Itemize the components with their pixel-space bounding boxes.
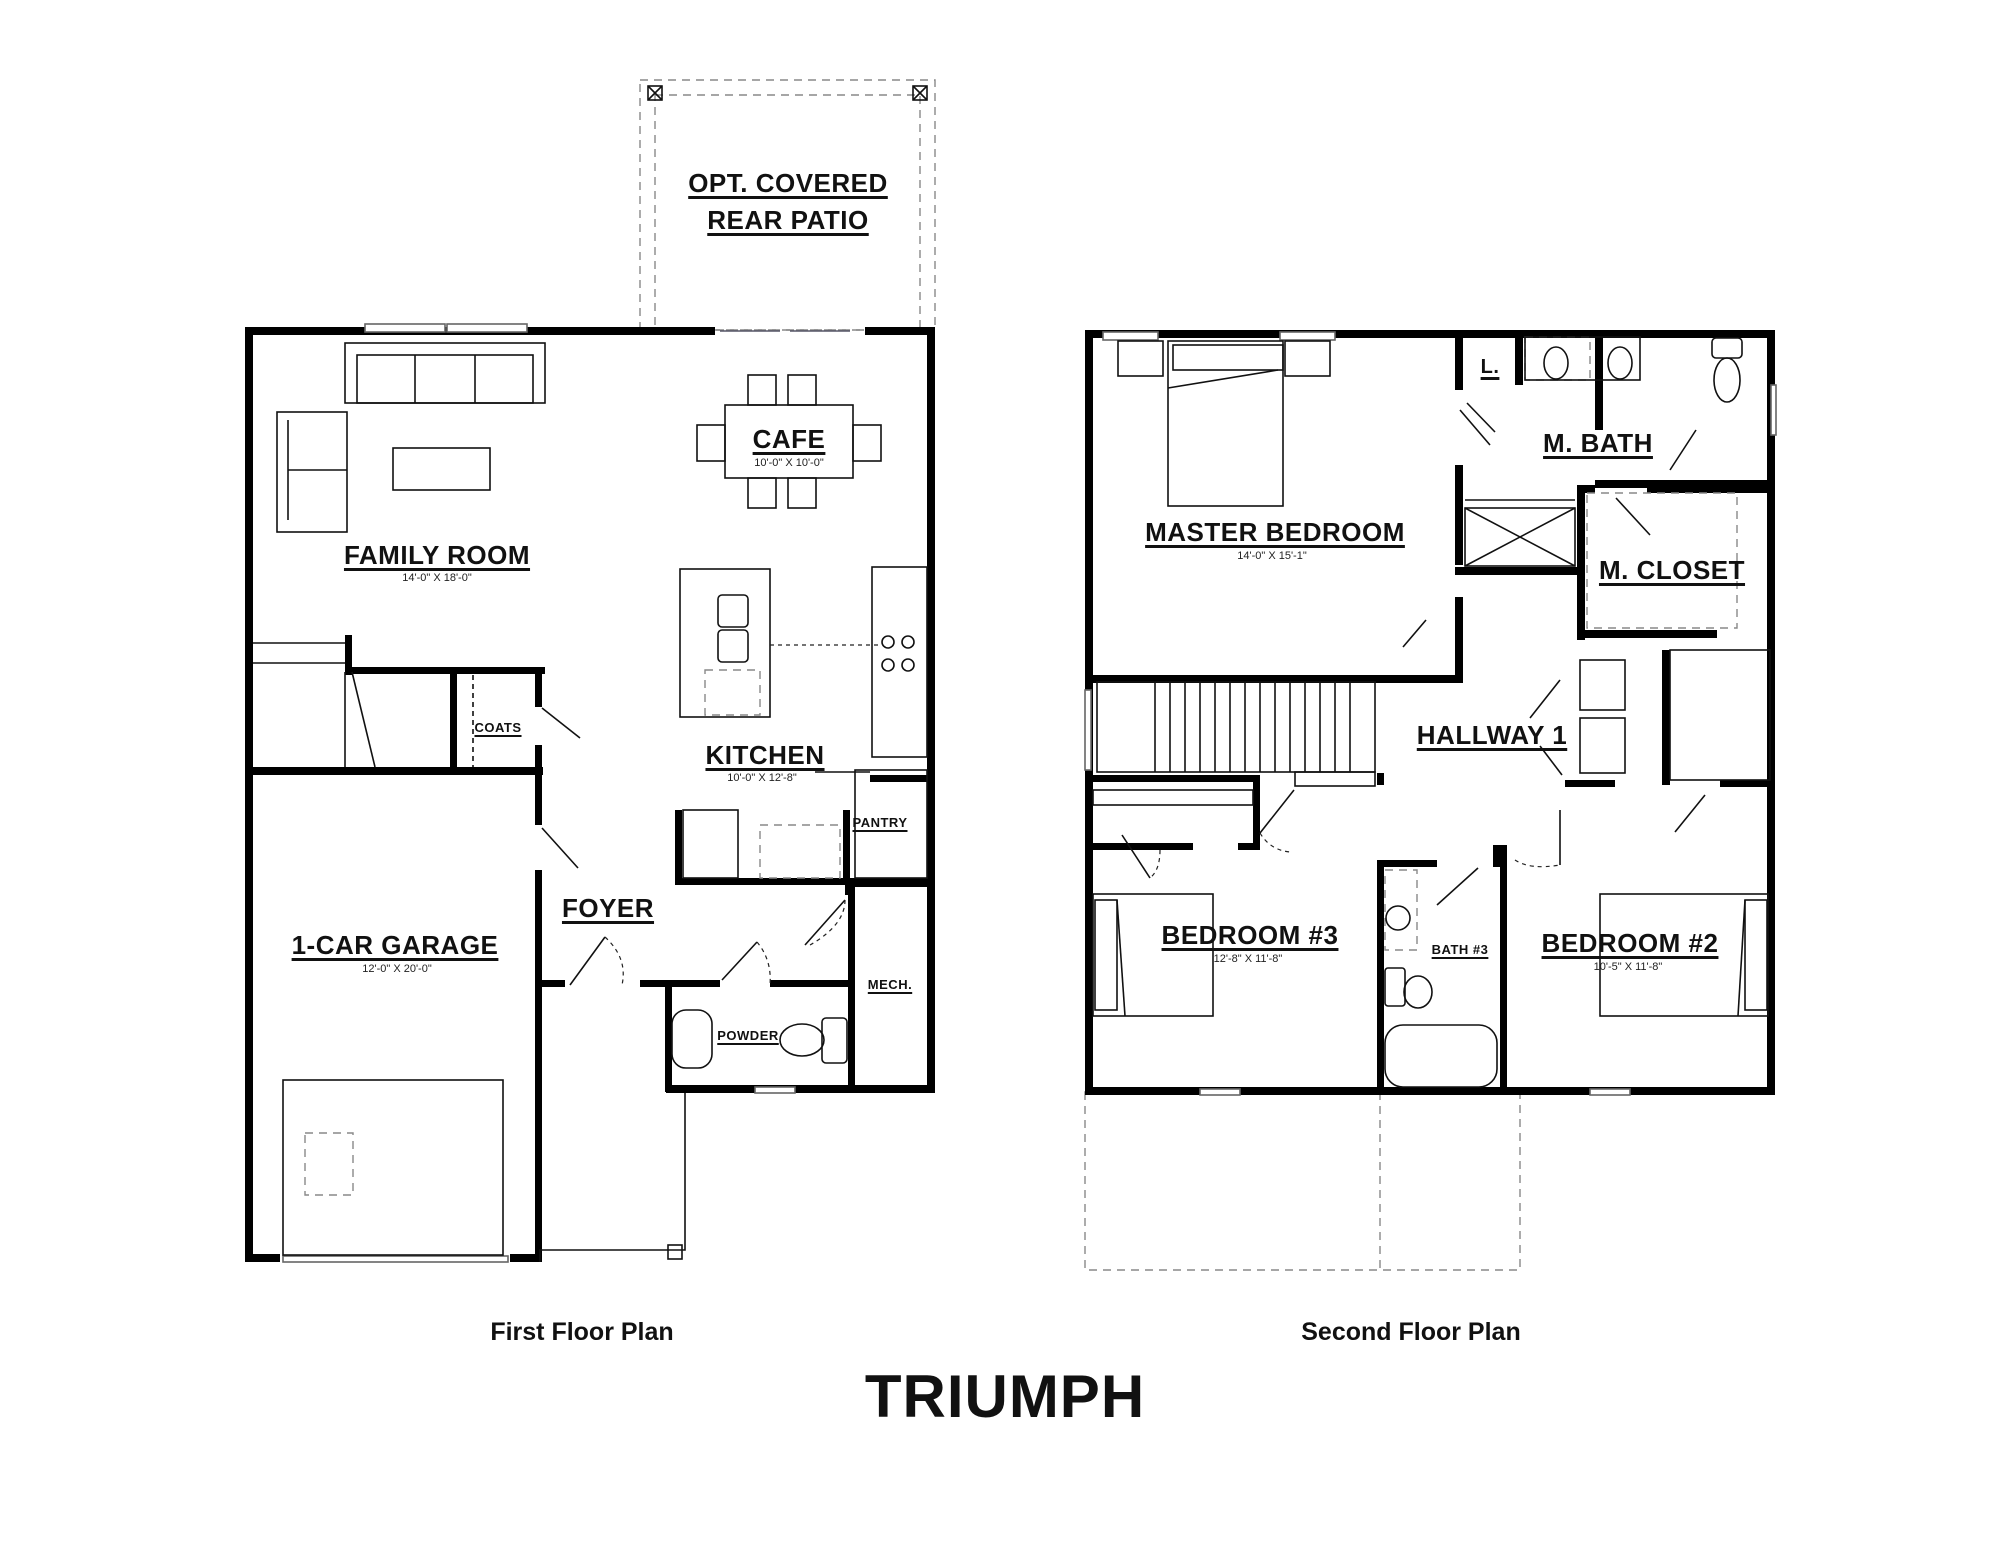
patio-label-line2: REAR PATIO: [707, 205, 869, 235]
master-bed: [1117, 340, 1331, 507]
linen-label: L.: [1480, 356, 1500, 378]
cafe-table: [696, 374, 882, 509]
first-floor-plan: [245, 79, 936, 1263]
second-floor-caption: Second Floor Plan: [1301, 1318, 1521, 1346]
mech-label: MECH.: [867, 977, 913, 992]
sofa: [276, 342, 546, 533]
garage-label: 1-CAR GARAGE: [291, 930, 499, 960]
kitchen-island: [679, 566, 928, 879]
patio-label-line1: OPT. COVERED: [688, 168, 888, 198]
plan-title: TRIUMPH: [864, 1363, 1146, 1430]
rear-patio-outline: [639, 79, 936, 331]
stairs: [253, 642, 474, 768]
second-floor-doors: [1121, 402, 1706, 906]
kitchen-dimensions: 10'-0" X 12'-8": [727, 772, 797, 784]
powder-label: POWDER: [717, 1028, 779, 1043]
bedroom2-dimensions: 10'-5" X 11'-8": [1593, 961, 1663, 973]
bedroom3-label: BEDROOM #3: [1161, 920, 1339, 950]
master-bath-label: M. BATH: [1543, 428, 1653, 458]
cafe-label: CAFE: [752, 424, 826, 454]
master-bath-fixtures: [1464, 336, 1743, 629]
master-bedroom-dimensions: 14'-0" X 15'-1": [1237, 550, 1307, 562]
powder-fixtures: [671, 1009, 848, 1069]
first-floor-walls: [245, 327, 935, 1262]
garage-dimensions: 12'-0" X 20'-0": [362, 963, 432, 975]
second-floor-stairs: [1096, 681, 1376, 787]
kitchen-label: KITCHEN: [705, 740, 825, 770]
cafe-dimensions: 10'-0" X 10'-0": [754, 457, 824, 469]
hallway-label: HALLWAY 1: [1416, 720, 1568, 750]
master-closet-label: M. CLOSET: [1598, 555, 1746, 585]
laundry-appliances: [1579, 649, 1771, 781]
foyer-label: FOYER: [561, 893, 655, 923]
master-bedroom-label: MASTER BEDROOM: [1145, 517, 1405, 547]
family-room-dimensions: 14'-0" X 18'-0": [402, 572, 472, 584]
second-floor-plan: [1084, 330, 1777, 1271]
secondary-beds: [1092, 789, 1769, 1017]
first-floor-doors: [541, 707, 870, 986]
bedroom3-dimensions: 12'-8" X 11'-8": [1213, 953, 1283, 965]
bath3-fixtures: [1384, 869, 1498, 1088]
coats-label: COATS: [474, 720, 522, 735]
second-floor-walls: [1085, 330, 1775, 1095]
bedroom2-label: BEDROOM #2: [1541, 928, 1719, 958]
bath3-label: BATH #3: [1431, 942, 1489, 957]
first-floor-caption: First Floor Plan: [490, 1318, 674, 1346]
pantry-label: PANTRY: [852, 815, 908, 830]
family-room-label: FAMILY ROOM: [343, 540, 531, 570]
